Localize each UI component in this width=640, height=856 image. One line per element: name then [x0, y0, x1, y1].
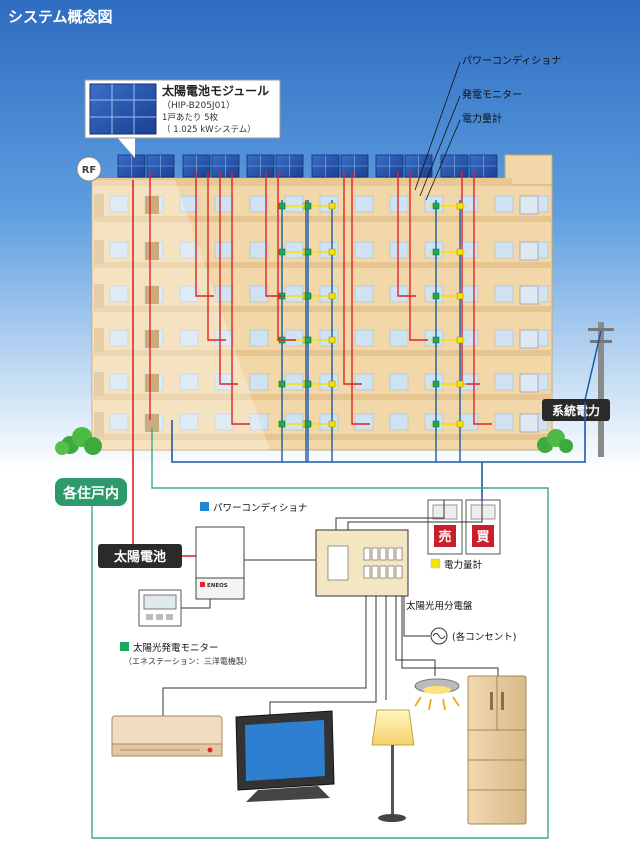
legend-power-meter: 電力量計 [444, 559, 483, 571]
television-icon [235, 710, 335, 802]
floor-lamp-icon [371, 709, 415, 822]
svg-text:RF: RF [82, 165, 97, 176]
power-conditioner-unit: ENEOS [195, 526, 245, 600]
module-title: 太陽電池モジュール [162, 83, 269, 98]
apartment-building [91, 154, 553, 451]
distribution-board-label: 太陽光用分電盤 [406, 600, 473, 612]
module-per-unit: 1戸あたり 5枚 [162, 112, 219, 123]
meter-buy-label: 買 [476, 530, 489, 545]
distribution-board [315, 529, 409, 597]
power-meter-buy: 買 [465, 499, 501, 555]
label-power-meter: 電力量計 [462, 112, 502, 125]
refrigerator-icon [467, 675, 527, 825]
tree-right [537, 429, 573, 453]
legend-power-conditioner: パワーコンディショナ [213, 502, 307, 514]
module-model: （HIP-B205J01） [162, 100, 235, 111]
utility-pole [584, 322, 614, 457]
solar-module-icon [89, 83, 157, 135]
unit-section-badge: 各住戸内 [55, 478, 127, 506]
legend-blue-square [200, 502, 209, 511]
module-system-size: （ 1.025 kWシステム） [162, 124, 256, 135]
svg-text:太陽電池: 太陽電池 [113, 549, 166, 565]
roof-floor-badge: RF [76, 156, 102, 182]
monitor-label: 太陽光発電モニター [133, 642, 219, 654]
air-conditioner-icon [111, 715, 223, 757]
legend-green-square [120, 642, 129, 651]
label-generation-monitor: 発電モニター [462, 88, 522, 101]
solar-battery-badge: 太陽電池 [98, 544, 182, 568]
generation-monitor-device [138, 589, 182, 627]
power-meter-sell: 売 [427, 499, 463, 555]
legend-yellow-square [430, 558, 441, 569]
outlet-symbol-icon [430, 627, 448, 645]
label-power-conditioner: パワーコンディショナ [462, 54, 561, 67]
unit-section-frame [91, 428, 549, 839]
ceiling-light-icon [414, 678, 460, 711]
top-legend: パワーコンディショナ 発電モニター 電力量計 [414, 54, 561, 201]
grid-power-badge: 系統電力 [542, 399, 610, 421]
grid-connection-lines [171, 402, 586, 505]
building-wiring [149, 172, 492, 462]
pcs-brand: ENEOS [207, 583, 228, 589]
outlets-label: (各コンセント) [452, 631, 516, 643]
roof-solar-arrays [117, 154, 498, 178]
meter-sell-label: 売 [438, 529, 451, 545]
svg-text:系統電力: 系統電力 [552, 403, 600, 418]
module-callout: 太陽電池モジュール （HIP-B205J01） 1戸あたり 5枚 （ 1.025… [84, 79, 281, 158]
tree-left [55, 427, 102, 455]
appliance-wiring [162, 596, 499, 718]
svg-text:各住戸内: 各住戸内 [62, 485, 119, 502]
monitor-sub-label: （エネステーション：三洋電機製） [124, 656, 252, 666]
page-title: システム概念図 [8, 8, 113, 26]
